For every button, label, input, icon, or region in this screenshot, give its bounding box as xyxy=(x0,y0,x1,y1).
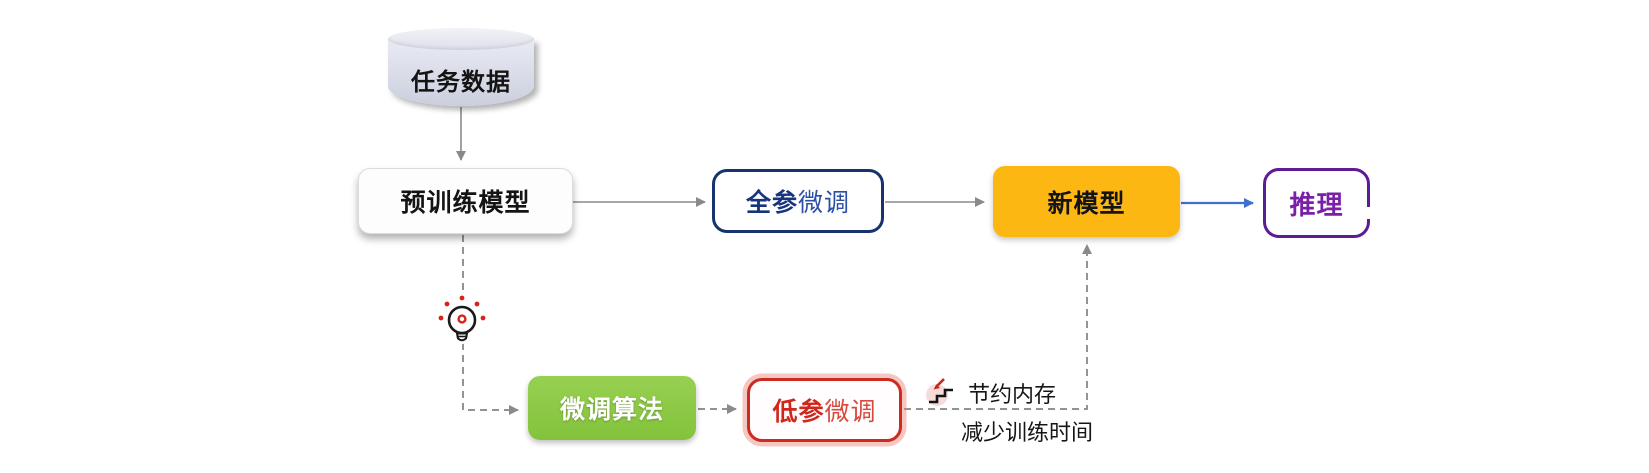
node-pretrained-model: 预训练模型 xyxy=(358,168,573,234)
node-inference: 推理 xyxy=(1263,168,1372,238)
new-model-label: 新模型 xyxy=(1047,189,1126,218)
node-low-param-finetune: 低参微调 xyxy=(747,378,902,442)
node-full-param-finetune: 全参微调 xyxy=(712,169,884,233)
pretrained-model-label: 预训练模型 xyxy=(400,189,531,217)
node-task-data: 任务数据 xyxy=(388,28,534,106)
task-data-label: 任务数据 xyxy=(411,69,511,96)
inference-border-gap xyxy=(1363,207,1372,219)
low-param-label-strong: 低参 xyxy=(772,398,825,426)
cylinder-top xyxy=(388,28,534,50)
memory-decrease-steps-icon xyxy=(924,372,962,408)
node-finetune-algorithm: 微调算法 xyxy=(528,376,696,440)
annotation-save-memory: 节约内存 xyxy=(968,382,1057,407)
full-param-label-rest: 微调 xyxy=(798,189,851,217)
cylinder-body xyxy=(388,39,534,106)
inference-label: 推理 xyxy=(1289,189,1344,220)
annotation-reduce-training-time: 减少训练时间 xyxy=(961,420,1094,445)
full-param-label-strong: 全参 xyxy=(745,189,798,217)
finetune-algorithm-label: 微调算法 xyxy=(559,396,664,424)
node-new-model: 新模型 xyxy=(993,166,1180,237)
low-param-label-rest: 微调 xyxy=(824,398,877,426)
idea-lightbulb-icon xyxy=(434,287,490,347)
